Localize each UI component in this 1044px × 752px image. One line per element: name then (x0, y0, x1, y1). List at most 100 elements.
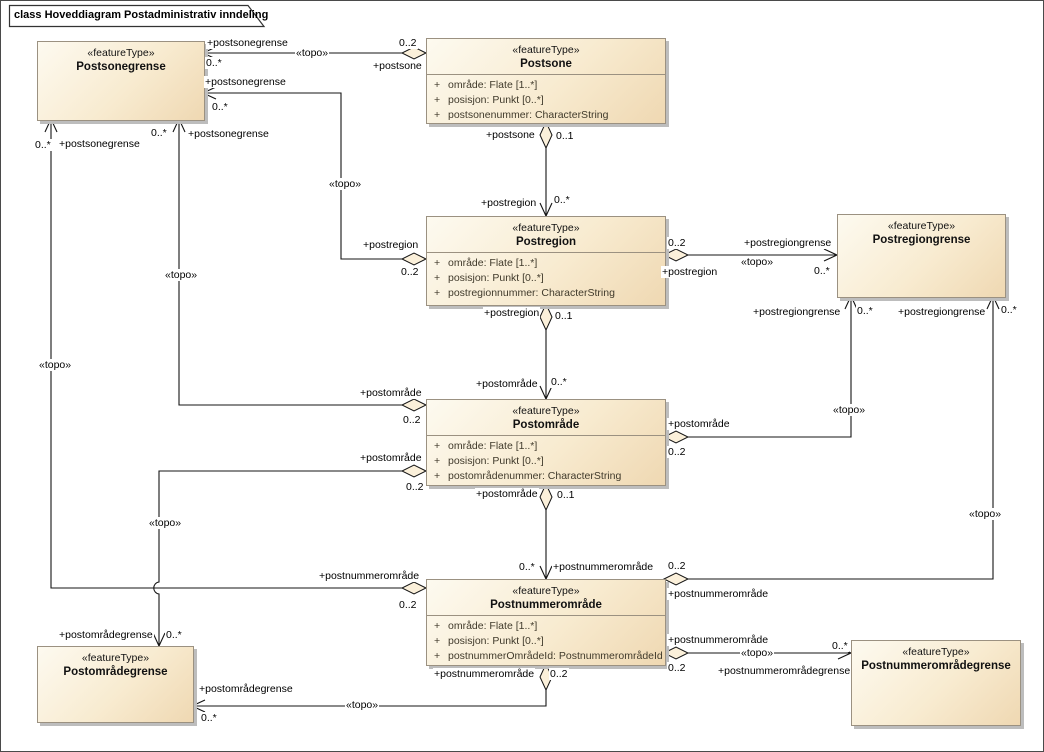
visibility: + (434, 79, 441, 91)
open-arrow-icon (172, 118, 186, 133)
visibility: + (434, 635, 441, 647)
connector-label: 0..* (856, 305, 874, 317)
connector-label: 0..2 (402, 414, 422, 426)
open-arrow-icon (539, 385, 553, 400)
connector-label: 0..* (813, 265, 831, 277)
connector-label: 0..2 (398, 599, 418, 611)
connector-label: +postregiongrense (743, 237, 833, 249)
class-header: «featureType» Postnummerområde (427, 580, 665, 615)
open-arrow-icon (44, 118, 58, 133)
class-postomradegrense[interactable]: «featureType» Postområdegrense (37, 646, 194, 723)
aggregation-diamond-icon (662, 646, 690, 660)
class-header: «featureType» Postnummerområdegrense (852, 641, 1020, 676)
connector-label: +postregion (483, 307, 541, 319)
connector-postregion-postomrade[interactable] (539, 302, 553, 400)
connector-label: «topo» (345, 699, 380, 711)
connector-label: +postsonegrense (58, 138, 141, 150)
visibility: + (434, 109, 441, 121)
connector-label: «topo» (164, 269, 199, 281)
class-postsone[interactable]: «featureType» Postsone +område: Flate [1… (426, 38, 666, 124)
class-header: «featureType» Postsonegrense (38, 42, 204, 77)
connector-label: +postområde (359, 387, 423, 399)
attribute: +postregionnummer: CharacterString (427, 286, 665, 301)
connector-label: 0..* (1000, 304, 1018, 316)
aggregation-diamond-icon (539, 302, 553, 332)
visibility: + (434, 272, 441, 284)
open-arrow-icon (539, 565, 553, 580)
attribute-text: område: Flate [1..*] (448, 257, 538, 269)
attribute-compartment: +område: Flate [1..*] +posisjon: Punkt [… (427, 615, 665, 664)
visibility: + (434, 455, 441, 467)
connector-label: +postregiongrense (752, 306, 842, 318)
class-postsonegrense[interactable]: «featureType» Postsonegrense (37, 41, 205, 121)
connector-postregion-postregiongrense[interactable] (662, 248, 838, 262)
connector-label: «topo» (148, 517, 183, 529)
connector-postomrade-postregiongrense[interactable] (662, 295, 858, 444)
connector-label: +postområde (359, 452, 423, 464)
class-header: «featureType» Postregiongrense (838, 215, 1005, 250)
open-arrow-icon (823, 248, 838, 262)
connector-label: 0..* (165, 629, 183, 641)
attribute: + posisjon: Punkt [0..*] (427, 454, 665, 469)
aggregation-diamond-icon (400, 464, 428, 478)
class-name: Postnummerområde (490, 599, 602, 611)
attribute-text: posisjon: Punkt [0..*] (448, 94, 544, 106)
connector-label: 0..2 (405, 481, 425, 493)
aggregation-diamond-icon (539, 120, 553, 150)
aggregation-diamond-icon (400, 46, 428, 60)
connector-label: +postsone (485, 129, 536, 141)
class-name: Postområdegrense (63, 666, 168, 678)
attribute-text: posisjon: Punkt [0..*] (448, 272, 544, 284)
class-postnummeromradegrense[interactable]: «featureType» Postnummerområdegrense (851, 640, 1021, 726)
open-arrow-icon (202, 86, 217, 100)
attribute: +område: Flate [1..*] (427, 439, 665, 454)
visibility: + (434, 440, 441, 452)
class-postregiongrense[interactable]: «featureType» Postregiongrense (837, 214, 1006, 298)
connector-label: «topo» (832, 404, 867, 416)
class-stereotype: «featureType» (87, 47, 155, 59)
attribute-text: område: Flate [1..*] (448, 620, 538, 632)
attribute-text: område: Flate [1..*] (448, 79, 538, 91)
connector-postnummeromrade-postregiongrense[interactable] (662, 295, 1000, 586)
visibility: + (434, 257, 441, 269)
class-postnummeromrade[interactable]: «featureType» Postnummerområde + område: … (426, 579, 666, 666)
connector-label: «topo» (740, 256, 775, 268)
class-stereotype: «featureType» (512, 44, 580, 56)
connector-label: «topo» (740, 647, 775, 659)
connector-label: +postregion (480, 197, 538, 209)
connector-label: +postnummerområde (552, 561, 655, 573)
connector-postomrade-postnummeromrade[interactable] (539, 482, 553, 580)
class-stereotype: «featureType» (81, 652, 150, 664)
aggregation-diamond-icon (400, 581, 428, 595)
attribute-text: posisjon: Punkt [0..*] (448, 455, 544, 467)
connector-label: +postsone (372, 60, 423, 72)
connector-label: +postregion (661, 266, 719, 278)
class-name: Postregion (515, 236, 577, 248)
connector-label: 0..* (205, 57, 223, 69)
attribute: +posisjon: Punkt [0..*] (427, 93, 665, 108)
connector-label: +postnummerområde (318, 570, 421, 582)
connector-label: 0..* (150, 127, 168, 139)
connector-label: +postsonegrense (204, 76, 287, 88)
connector-label: +postnummerområde (667, 588, 770, 600)
connector-postomrade-postsonegrense[interactable] (172, 118, 428, 412)
connector-label: «topo» (328, 178, 363, 190)
connector-label: +postområde (667, 418, 731, 430)
connector-label: 0..* (200, 712, 218, 724)
connector-postomrade-postomradegrense[interactable] (152, 464, 428, 647)
connector-postnummeromrade-postsonegrense[interactable] (44, 118, 428, 595)
connector-label: +postnummerområde (667, 634, 770, 646)
connector-label: 0..* (831, 640, 849, 652)
connector-label: 0..2 (667, 662, 687, 674)
connector-label: 0..* (34, 139, 52, 151)
connector-label: 0..2 (667, 446, 687, 458)
class-postomrade[interactable]: «featureType» Postområde +område: Flate … (426, 399, 666, 486)
class-postregion[interactable]: «featureType» Postregion +område: Flate … (426, 216, 666, 306)
connector-postregion-postsonegrense[interactable] (202, 86, 428, 266)
connector-label: 0..* (211, 101, 229, 113)
connector-postsone-postregion[interactable] (539, 120, 553, 217)
aggregation-diamond-icon (539, 482, 553, 512)
class-stereotype: «featureType» (887, 220, 956, 232)
connector-label: 0..2 (549, 668, 569, 680)
